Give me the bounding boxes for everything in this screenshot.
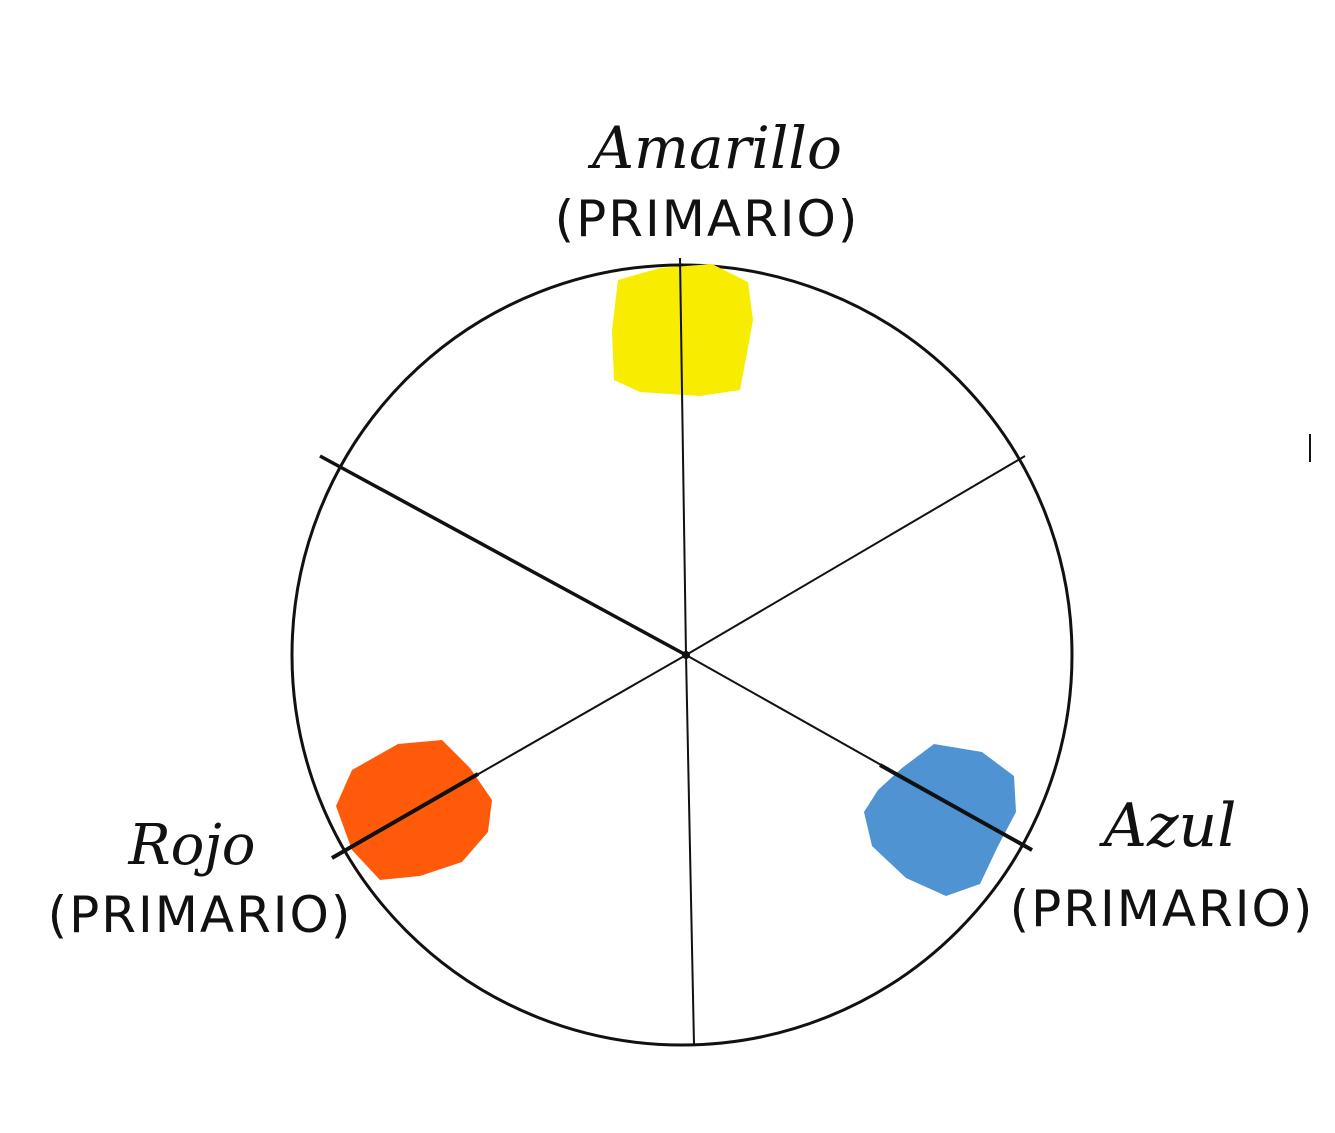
divider-lower-left-bold — [331, 772, 479, 860]
blue-label-type: (PRIMARIO) — [1010, 880, 1315, 938]
yellow-label-type: (PRIMARIO) — [555, 190, 860, 248]
divider-lower-right-bold — [879, 763, 1033, 852]
red-label-name: Rojo — [128, 813, 256, 878]
blue-label-name: Azul — [1099, 791, 1237, 861]
red-label-type: (PRIMARIO) — [48, 886, 353, 944]
divider-upper-left — [319, 454, 687, 657]
wheel-circle — [290, 263, 1074, 1047]
divider-vertical-bottom — [685, 654, 695, 1046]
divider-upper-right — [685, 455, 1026, 656]
divider-vertical-top — [679, 257, 687, 656]
yellow-label-name: Amarillo — [587, 114, 842, 182]
blue-swatch — [864, 744, 1016, 896]
center-point — [682, 651, 690, 659]
yellow-swatch — [612, 264, 753, 396]
